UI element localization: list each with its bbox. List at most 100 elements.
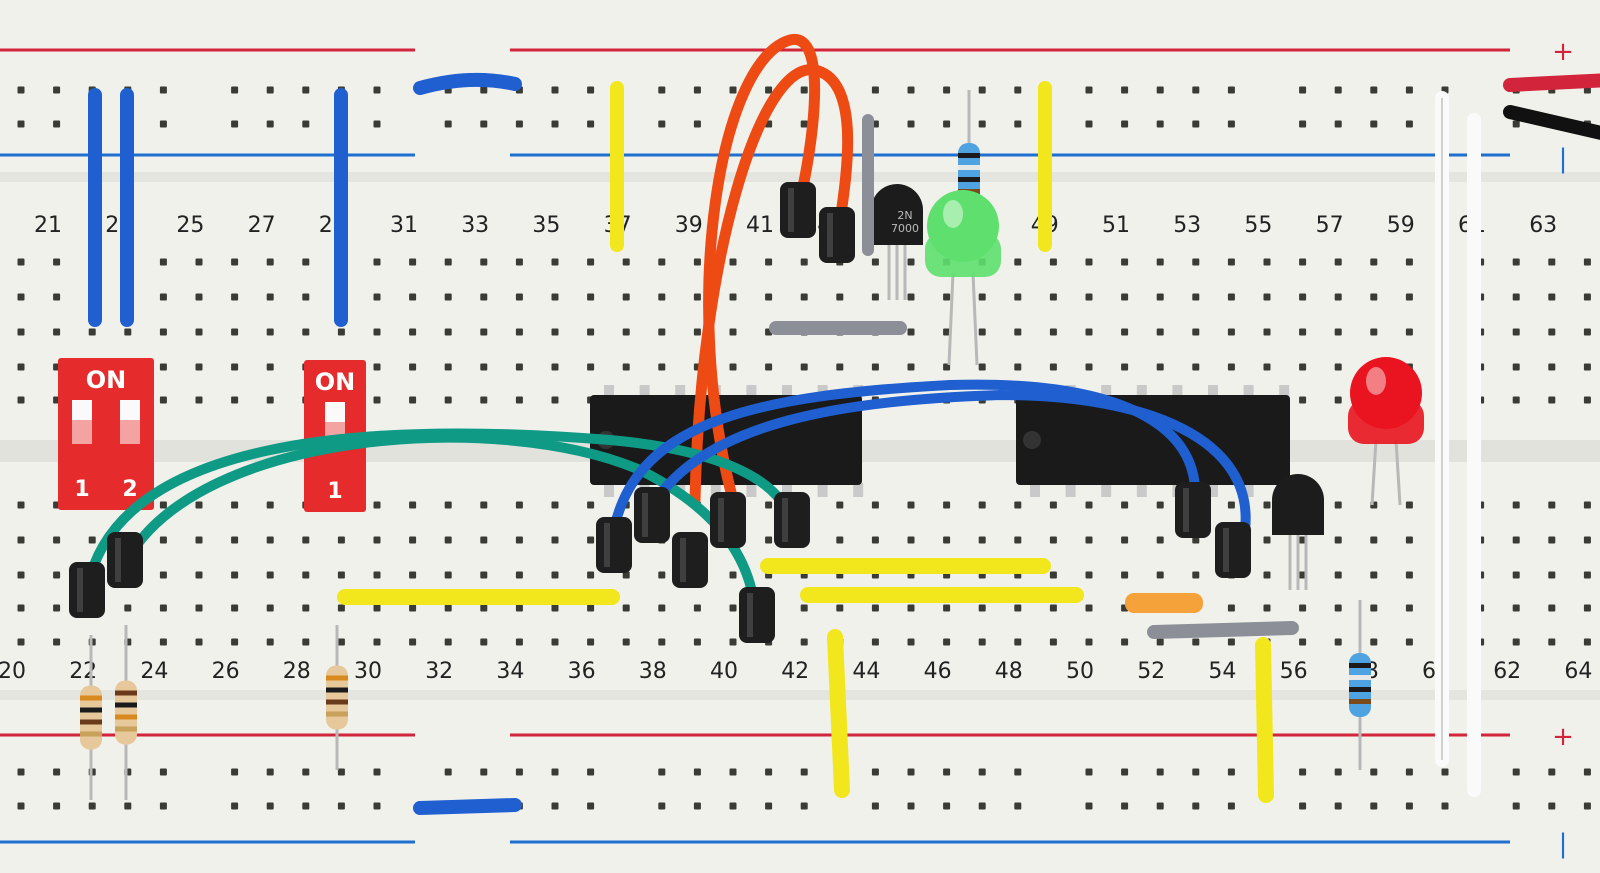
hole <box>17 258 25 266</box>
resistor-band <box>326 699 348 705</box>
ic-pin <box>1243 385 1254 397</box>
hole <box>1085 536 1093 544</box>
rail-hole <box>373 802 381 810</box>
hole <box>978 536 986 544</box>
rail-hole <box>302 802 310 810</box>
power-lead-red <box>1503 73 1600 92</box>
rail-hole <box>1370 86 1378 94</box>
rail-hole <box>53 768 61 776</box>
wire-plug-orange-1-shine <box>788 188 794 232</box>
rail-hole <box>337 768 345 776</box>
resistor-body <box>115 680 137 745</box>
hole <box>1548 328 1556 336</box>
hole <box>1405 293 1413 301</box>
rail-hole <box>1014 120 1022 128</box>
hole <box>409 571 417 579</box>
hole <box>729 604 737 612</box>
hole <box>800 604 808 612</box>
hole <box>195 571 203 579</box>
column-number-top: 55 <box>1244 213 1272 238</box>
hole <box>1299 363 1307 371</box>
hole <box>587 363 595 371</box>
rail-hole <box>1121 768 1129 776</box>
hole <box>1583 604 1591 612</box>
hole <box>622 258 630 266</box>
hole <box>587 604 595 612</box>
column-number-bottom: 38 <box>639 659 667 684</box>
ic-pin <box>1136 483 1147 497</box>
rail-hole <box>1583 86 1591 94</box>
hole <box>1014 328 1022 336</box>
rail-minus-label-top: | <box>1559 144 1568 174</box>
hole <box>1156 328 1164 336</box>
led-lead <box>1394 439 1402 506</box>
hole <box>1263 328 1271 336</box>
hole <box>729 638 737 646</box>
hole <box>836 501 844 509</box>
wire-plug-blue-3-shine <box>680 538 686 582</box>
hole <box>444 396 452 404</box>
rail-hole <box>551 120 559 128</box>
rail-hole <box>1441 802 1449 810</box>
dip-toggle <box>72 400 92 420</box>
hole <box>88 328 96 336</box>
rail-plus-label-bottom: + <box>1552 722 1574 752</box>
hole <box>515 501 523 509</box>
ic-pin <box>1065 483 1076 497</box>
dip-on-label: ON <box>315 368 356 396</box>
hole <box>1334 501 1342 509</box>
hole <box>871 536 879 544</box>
hole <box>1121 328 1129 336</box>
hole <box>1405 571 1413 579</box>
column-number-top: 57 <box>1316 213 1344 238</box>
hole <box>337 536 345 544</box>
rail-hole <box>53 120 61 128</box>
hole <box>159 328 167 336</box>
ic-pin <box>1030 483 1040 497</box>
wire-plug-teal-4-shine <box>747 593 753 637</box>
hole <box>231 328 239 336</box>
transistor-2 <box>1272 474 1324 590</box>
hole <box>551 638 559 646</box>
hole <box>1192 536 1200 544</box>
hole <box>373 293 381 301</box>
ic-pin <box>782 385 792 397</box>
hole <box>1405 501 1413 509</box>
hole <box>1299 638 1307 646</box>
power-rails: +|+| <box>0 37 1574 859</box>
hole <box>337 638 345 646</box>
resistor-band <box>326 711 348 717</box>
hole <box>587 571 595 579</box>
rail-hole <box>907 802 915 810</box>
hole <box>444 258 452 266</box>
hole <box>1370 571 1378 579</box>
column-number-top: 53 <box>1173 213 1201 238</box>
rail-hole <box>1441 768 1449 776</box>
wire-plug-blue-6 <box>1215 522 1251 578</box>
hole <box>159 396 167 404</box>
hole <box>658 638 666 646</box>
hole <box>1192 293 1200 301</box>
hole <box>836 293 844 301</box>
hole <box>1085 258 1093 266</box>
rail-hole <box>1192 120 1200 128</box>
rail-hole <box>17 768 25 776</box>
column-number-bottom: 48 <box>995 659 1023 684</box>
transistor-marking: 2N <box>897 209 912 222</box>
hole <box>266 536 274 544</box>
hole <box>373 571 381 579</box>
resistor-band <box>80 707 102 713</box>
led-lead <box>971 272 979 366</box>
hole <box>266 258 274 266</box>
rail-hole <box>231 86 239 94</box>
hole <box>409 258 417 266</box>
hole <box>1334 396 1342 404</box>
rail-hole <box>17 86 25 94</box>
hole <box>1156 363 1164 371</box>
column-number-bottom: 42 <box>781 659 809 684</box>
hole <box>195 501 203 509</box>
hole <box>587 293 595 301</box>
rail-minus-label-bottom: | <box>1559 829 1568 859</box>
rail-hole <box>907 86 915 94</box>
hole <box>658 258 666 266</box>
